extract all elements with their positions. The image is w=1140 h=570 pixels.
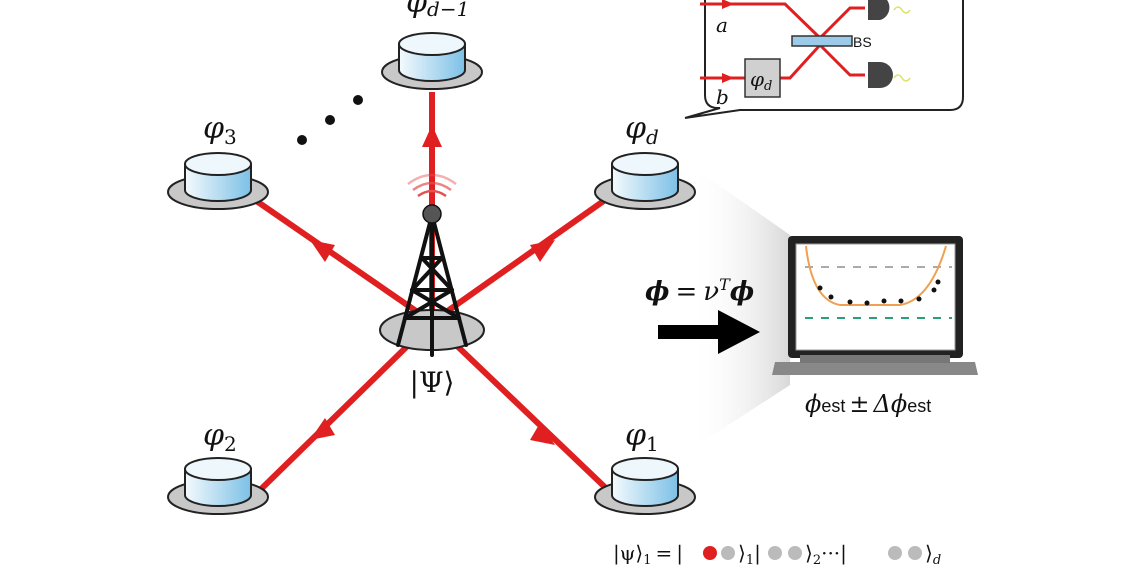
label-phi-1: φ1 — [625, 418, 659, 456]
node-phi-d — [594, 152, 696, 210]
label-phi-3: φ3 — [203, 111, 237, 149]
bs-label: BS — [853, 34, 872, 50]
ellipsis-dots — [297, 95, 363, 145]
arrowhead-up — [422, 125, 442, 147]
phase-shifter — [744, 58, 781, 98]
state-equation: |ψ⟩1=| ⟩1| ⟩2···| ⟩d — [613, 541, 941, 568]
arrowhead-upright — [530, 240, 555, 262]
photon-red — [703, 546, 717, 560]
signal-waves-icon — [407, 173, 457, 198]
svg-text:|ψ⟩1=|: |ψ⟩1=| — [613, 541, 683, 568]
input-a-label: a — [716, 13, 728, 37]
node-phi-d-minus-1 — [381, 32, 483, 90]
estimator-formula: ϕ=νTϕ — [645, 275, 754, 307]
center-state-label: |Ψ⟩ — [410, 366, 455, 399]
estimate-result-label: ϕest±Δϕest — [805, 390, 931, 418]
projection-shade — [690, 165, 790, 450]
svg-text:⟩d: ⟩d — [925, 541, 941, 568]
beamsplitter — [791, 35, 853, 47]
arrowhead-upleft — [310, 240, 335, 262]
beam-arrowheads — [310, 125, 555, 445]
right-arrow-icon — [658, 310, 760, 354]
beam-to-phi-1 — [429, 319, 613, 495]
beam-to-phi-d — [430, 197, 607, 325]
svg-text:⟩1|: ⟩1| — [738, 541, 761, 568]
phase-shifter-label: φd — [750, 67, 772, 94]
photon-gray — [721, 546, 735, 560]
label-phi-d-minus-1: φd−1 — [406, 0, 469, 21]
node-phi-2 — [167, 457, 269, 515]
fit-curve — [805, 245, 947, 306]
svg-text:⟩2···|: ⟩2···| — [805, 541, 847, 568]
antenna-tower-icon — [379, 204, 485, 357]
label-phi-2: φ2 — [203, 418, 237, 456]
beam-to-phi-3 — [253, 197, 434, 325]
data-points — [817, 279, 941, 306]
detector-top-icon — [868, 0, 890, 20]
laptop-icon — [772, 236, 978, 375]
input-b-label: b — [716, 85, 729, 109]
detector-bottom-icon — [868, 62, 893, 88]
arrowhead-downleft — [310, 418, 335, 440]
beam-to-phi-2 — [252, 319, 435, 498]
node-phi-1 — [594, 457, 696, 515]
interferometer-inset: BS φd a b — [684, 0, 964, 119]
arrowhead-downright — [530, 423, 555, 445]
label-phi-d: φd — [625, 111, 659, 149]
node-phi-3 — [167, 152, 269, 210]
